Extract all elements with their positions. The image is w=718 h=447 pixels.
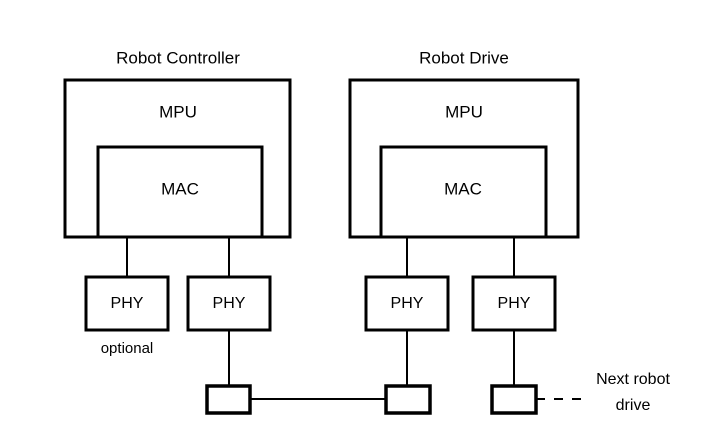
next-robot-drive-label-line1: Next robot [596, 371, 670, 388]
robot-controller-title: Robot Controller [116, 48, 240, 67]
phy-label-1: PHY [111, 295, 144, 312]
phy-label-4: PHY [498, 295, 531, 312]
connector-box-1 [205, 384, 252, 415]
robot-drive-title: Robot Drive [419, 48, 509, 67]
phy-box-2 [186, 275, 272, 332]
phy-label-3: PHY [391, 295, 424, 312]
phy-box-1 [84, 275, 170, 332]
connector-box-2 [384, 384, 432, 415]
robot-controller-mac-box [96, 145, 264, 239]
phy-box-4 [471, 275, 557, 332]
optional-note-label: optional [101, 340, 154, 357]
robot-drive-mac-box [379, 145, 548, 239]
robot-controller-mpu-label: MPU [159, 102, 197, 121]
phy-label-2: PHY [213, 295, 246, 312]
next-robot-drive-label-line2: drive [616, 397, 651, 414]
robot-controller-mac-label: MAC [161, 179, 199, 198]
connector-box-3 [490, 384, 538, 415]
robot-drive-mac-label: MAC [444, 179, 482, 198]
phy-box-3 [364, 275, 450, 332]
robot-drive-mpu-label: MPU [445, 102, 483, 121]
